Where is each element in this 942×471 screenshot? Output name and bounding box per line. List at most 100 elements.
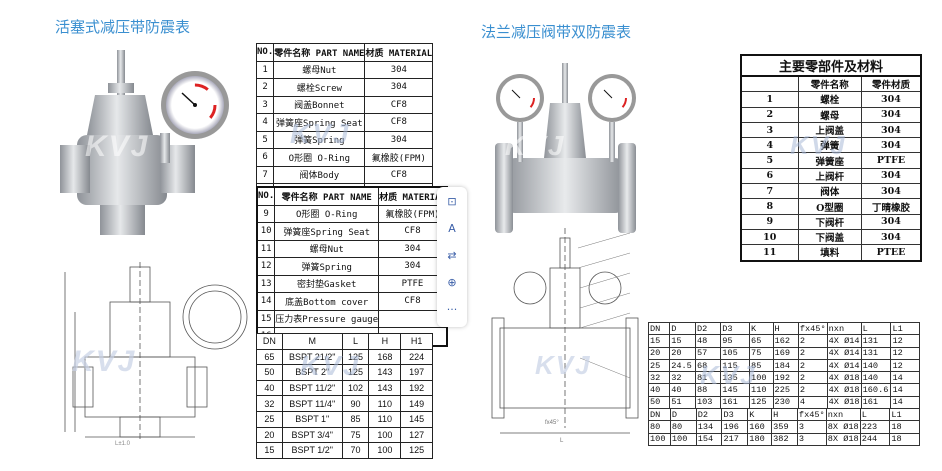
table-cell: 12: [890, 334, 920, 348]
table-cell: 160.6: [860, 383, 892, 397]
table-cell: BSPT 11/4": [281, 395, 343, 412]
table-cell: 127: [400, 426, 433, 444]
table-cell: 4: [797, 395, 828, 410]
table-cell: PTFE: [860, 152, 922, 169]
table-cell: 161: [720, 395, 751, 410]
table-cell: CF8: [364, 95, 434, 114]
header-material: 材质 MATERIAL: [364, 43, 434, 62]
header-dn: DN: [256, 333, 283, 350]
svg-text:fx45°: fx45°: [545, 420, 559, 426]
table-cell: 225: [772, 383, 799, 397]
translate-icon[interactable]: ⇄: [447, 248, 457, 262]
table-cell: 161: [860, 395, 892, 410]
watermark-2: KVJ: [72, 345, 137, 378]
flange-valve-drawing: fx45° L: [491, 228, 639, 444]
title-left: 活塞式减压带防震表: [55, 18, 191, 36]
zoom-in-icon[interactable]: ⊕: [447, 275, 457, 289]
table-cell: 1: [255, 60, 275, 79]
table-cell: 85: [749, 358, 774, 373]
table-cell: 5: [255, 130, 275, 149]
table-cell: 197: [400, 364, 433, 381]
table-cell: 6: [255, 148, 275, 167]
table-cell: O形圈 O-Ring: [273, 148, 366, 167]
table-cell: 304: [860, 213, 922, 230]
table-cell: 180: [747, 432, 773, 446]
header-cell: fx45°: [796, 407, 827, 422]
text-icon[interactable]: A: [448, 221, 456, 235]
table-cell: 15: [256, 309, 276, 328]
table-cell: 32: [647, 371, 671, 385]
table-cell: 110: [368, 410, 402, 428]
header-cell: D2: [694, 321, 722, 336]
table-cell: 40: [669, 383, 696, 397]
title-right: 法兰减压阀带双防震表: [481, 23, 632, 41]
header-cell: D2: [695, 407, 723, 422]
table-cell: 螺栓: [797, 91, 862, 108]
table-cell: 8X Ø18: [825, 420, 861, 434]
table-cell: 6: [740, 167, 799, 185]
table-cell: 2: [797, 346, 828, 360]
table-cell: 143: [368, 364, 402, 381]
table-cell: 15: [669, 334, 696, 348]
table-cell: 12: [890, 358, 920, 373]
table-cell: 3: [796, 420, 827, 434]
table-cell: 32: [256, 395, 283, 412]
main-parts-caption: 主要零部件及材料: [740, 54, 922, 77]
header-index: [740, 75, 799, 93]
table-cell: 阀盖Bonnet: [273, 95, 366, 114]
table-cell: 50: [647, 395, 671, 410]
table-cell: 50: [256, 364, 283, 381]
header-cell: K: [749, 321, 774, 336]
header-cell: L1: [890, 321, 920, 336]
header-cell: H: [772, 321, 799, 336]
table-cell: 14: [890, 395, 920, 410]
table-cell: 125: [400, 442, 433, 459]
more-icon[interactable]: ···: [446, 302, 458, 316]
table-cell: O型圈: [797, 198, 862, 215]
table-cell: 18: [889, 432, 920, 446]
table-cell: 螺栓Screw: [273, 78, 366, 97]
header-m: M: [281, 333, 343, 350]
table-cell: 102: [341, 379, 370, 397]
table-cell: 304: [860, 228, 922, 246]
header-cell: nxn: [825, 407, 861, 422]
table-cell: 304: [860, 137, 922, 154]
table-cell: CF8: [364, 165, 434, 184]
watermark-4: KVJ: [300, 350, 361, 381]
table-cell: 90: [341, 395, 370, 412]
table-cell: 18: [889, 420, 920, 434]
table-cell: BSPT 1": [281, 410, 343, 428]
table-cell: 304: [364, 130, 434, 149]
table-cell: 145: [400, 410, 433, 428]
table-cell: 223: [859, 420, 891, 434]
header-cell: D: [669, 321, 696, 336]
table-cell: O形圈 O-Ring: [274, 204, 380, 223]
visual-search-icon[interactable]: ⊡: [447, 194, 457, 208]
table-cell: 25: [256, 410, 283, 428]
table-cell: 81: [694, 371, 722, 385]
table-cell: 2: [797, 358, 828, 373]
table-cell: 9: [256, 204, 276, 223]
table-cell: 15: [256, 442, 283, 459]
table-cell: 192: [400, 379, 433, 397]
table-cell: 80: [648, 420, 671, 434]
table-cell: 13: [256, 274, 276, 293]
table-cell: 14: [890, 371, 920, 385]
table-cell: 304: [860, 183, 922, 200]
table-cell: 9: [740, 213, 799, 230]
table-cell: 110: [368, 395, 402, 412]
table-cell: 100: [648, 432, 671, 446]
